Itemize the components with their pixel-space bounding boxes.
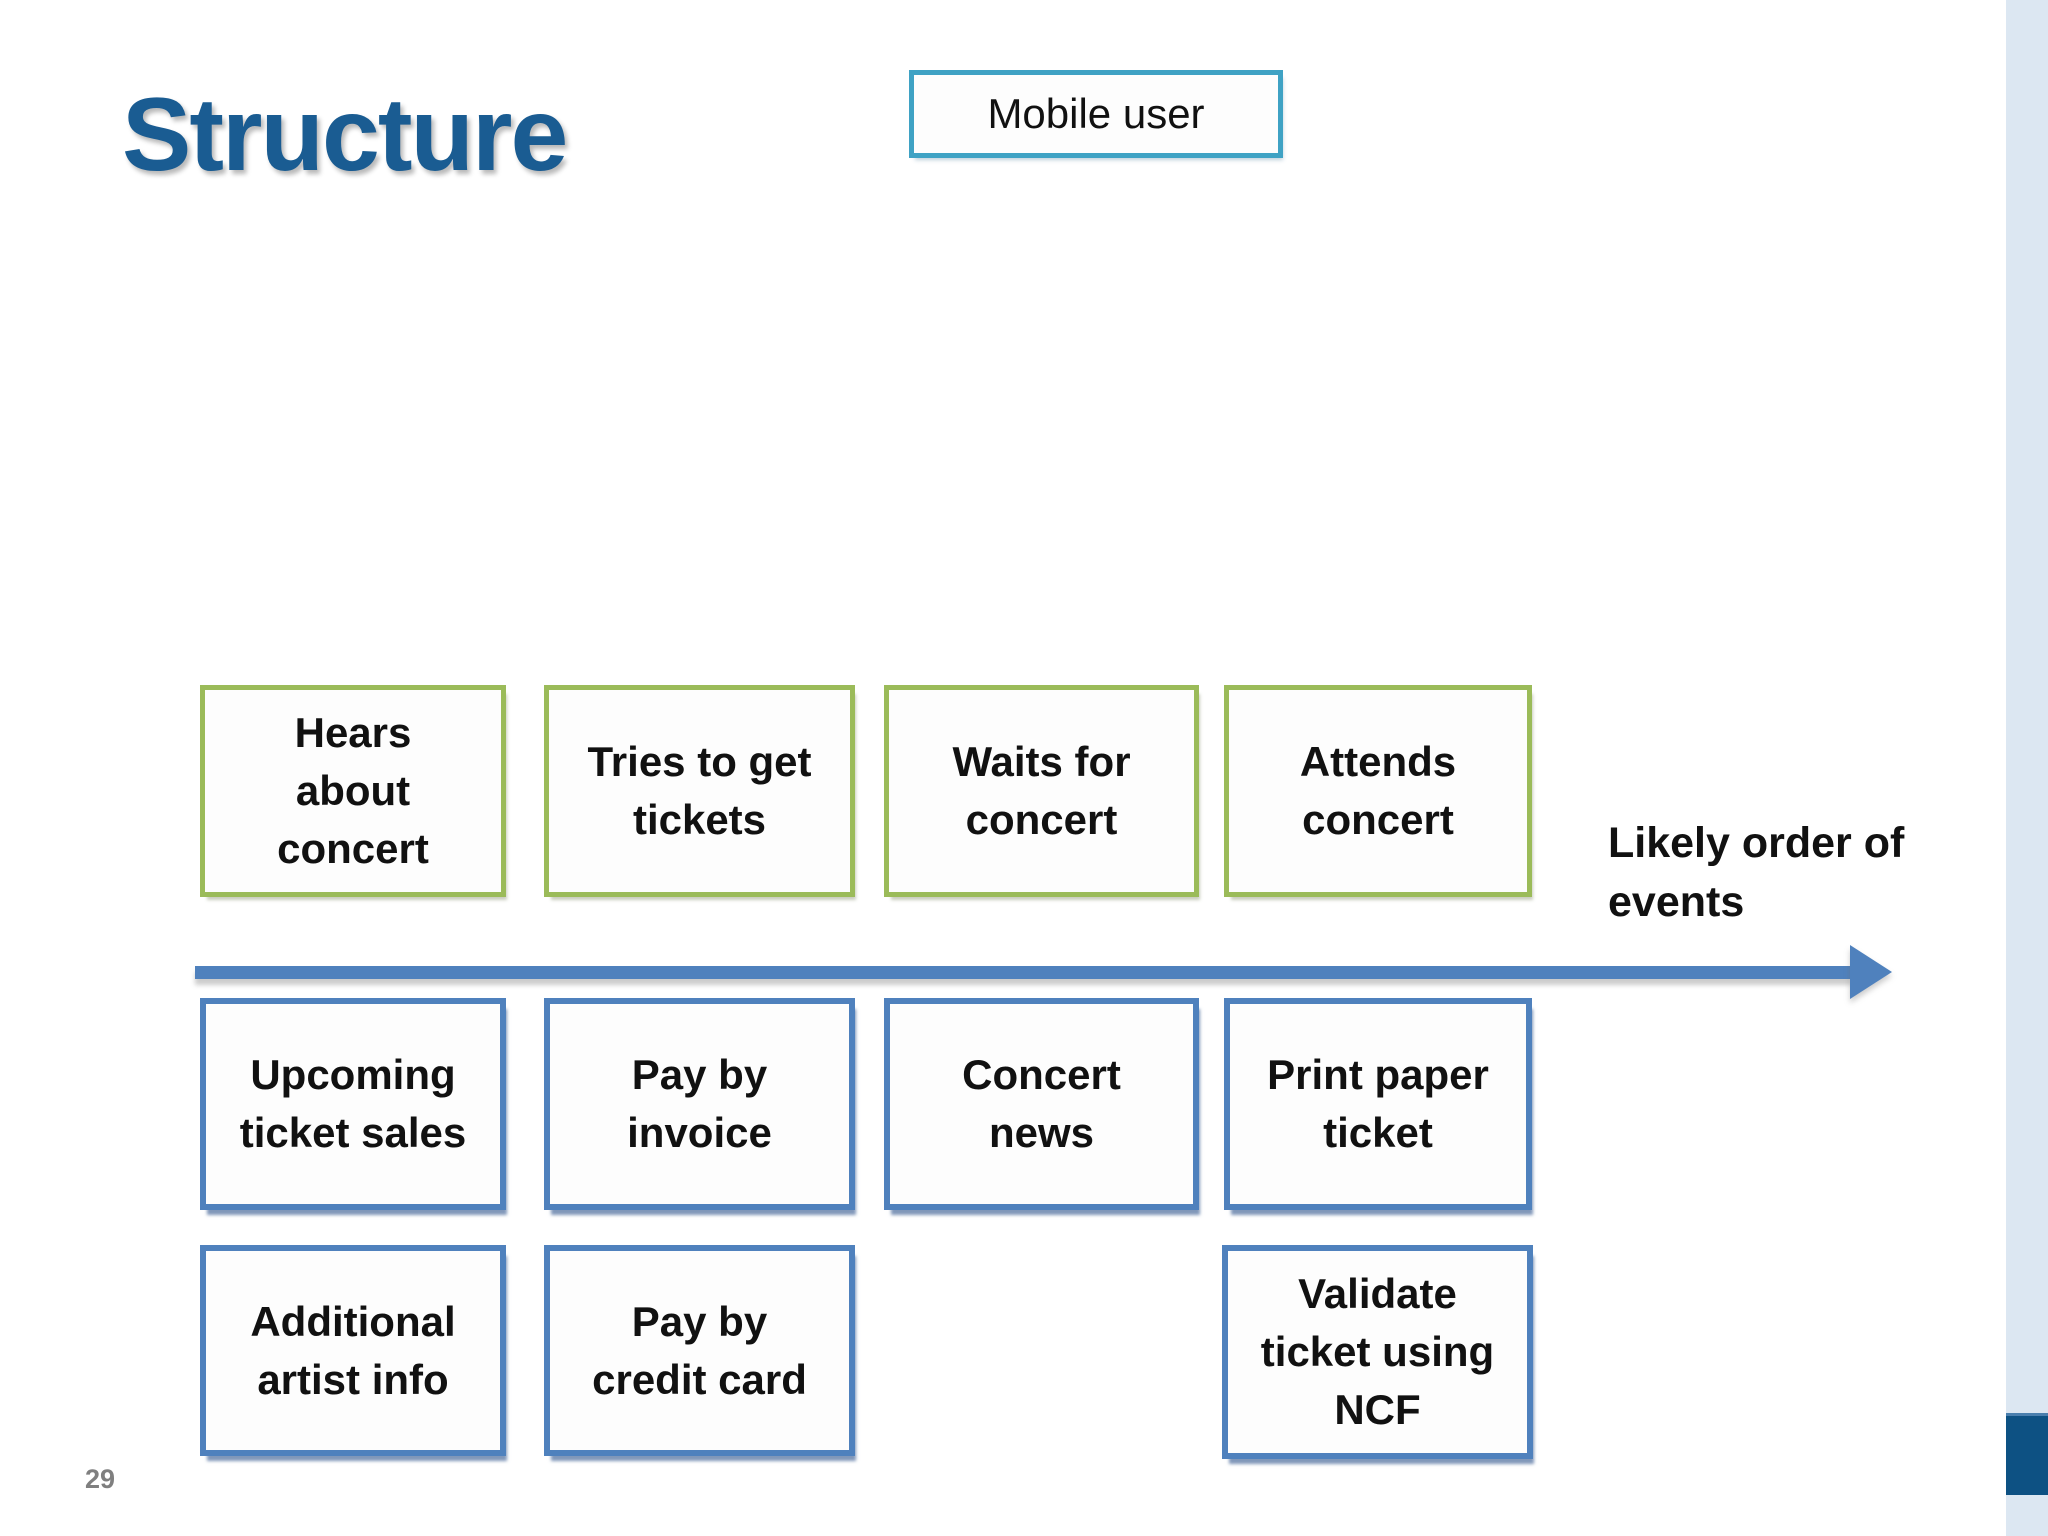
feature-box-additional-artist-info: Additional artist info xyxy=(200,1245,506,1456)
feature-box-pay-by-credit-card: Pay by credit card xyxy=(544,1245,855,1456)
feature-box-pay-by-invoice: Pay by invoice xyxy=(544,998,855,1210)
slide-title: Structure xyxy=(122,77,568,193)
feature-box-concert-news: Concert news xyxy=(884,998,1199,1210)
likely-order-of-events-label: Likely order of events xyxy=(1608,819,1905,927)
timeline-arrow-head-icon xyxy=(1850,945,1892,999)
stage-box-waits-for-concert: Waits for concert xyxy=(884,685,1199,897)
timeline-arrow-shaft xyxy=(195,966,1852,979)
mobile-user-box: Mobile user xyxy=(909,70,1283,158)
stage-box-tries-to-get-tickets: Tries to get tickets xyxy=(544,685,855,897)
feature-box-upcoming-ticket-sales: Upcoming ticket sales xyxy=(200,998,506,1210)
feature-box-print-paper-ticket: Print paper ticket xyxy=(1224,998,1532,1210)
stage-box-attends-concert: Attends concert xyxy=(1224,685,1532,897)
right-side-dark-block xyxy=(2006,1413,2048,1495)
right-side-strip xyxy=(2006,0,2048,1536)
stage-box-hears-about-concert: Hears about concert xyxy=(200,685,506,897)
mobile-user-label: Mobile user xyxy=(987,90,1205,137)
page-number: 29 xyxy=(85,1464,116,1494)
feature-box-validate-ticket-using-ncf: Validate ticket using NCF xyxy=(1222,1245,1533,1459)
